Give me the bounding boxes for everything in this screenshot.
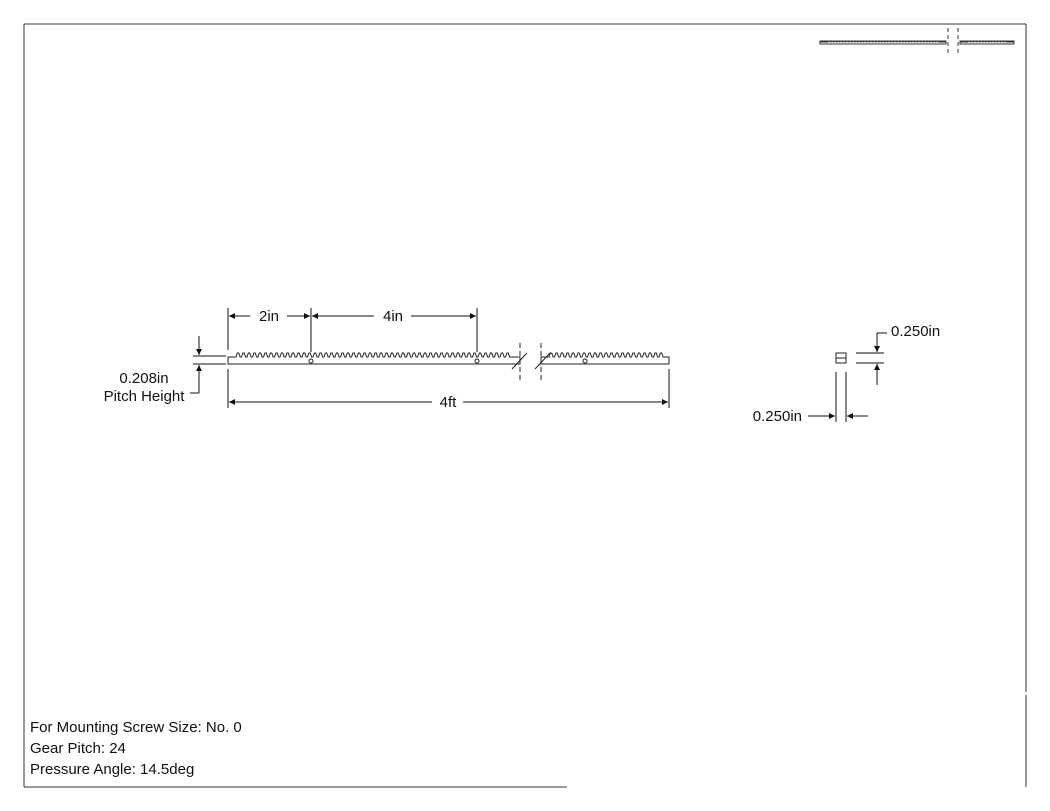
note-pressure-angle: Pressure Angle: 14.5deg [30,761,195,778]
dimension-hole-spacing [312,308,478,352]
note-mounting-screw: For Mounting Screw Size: No. 0 [30,719,242,736]
rack-thumbnail [819,28,1015,56]
pitch-height-caption: Pitch Height [104,388,186,405]
dimension-label-2in: 2in [259,308,279,325]
dimension-label-4ft: 4ft [440,394,458,411]
dimension-label-section-height: 0.250in [891,323,940,340]
mounting-hole [582,358,588,364]
rack-section-view [835,352,847,364]
mounting-hole [308,358,314,364]
dimension-label-section-width: 0.250in [753,408,802,425]
dimension-section-height [856,332,887,385]
dimension-overall-length [227,369,670,408]
dimension-label-4in: 4in [383,308,403,325]
dimension-pitch-height [190,336,226,394]
dimension-section-width [808,372,868,422]
dimension-hole-spacing-first [227,308,312,352]
drawing-notes: For Mounting Screw Size: No. 0 Gear Pitc… [30,717,242,780]
gear-rack-front-view [227,343,670,380]
dimension-label-pitch-height: 0.208in [119,370,168,387]
note-gear-pitch: Gear Pitch: 24 [30,740,126,757]
mounting-hole [474,358,480,364]
sheet-border [23,23,1027,788]
